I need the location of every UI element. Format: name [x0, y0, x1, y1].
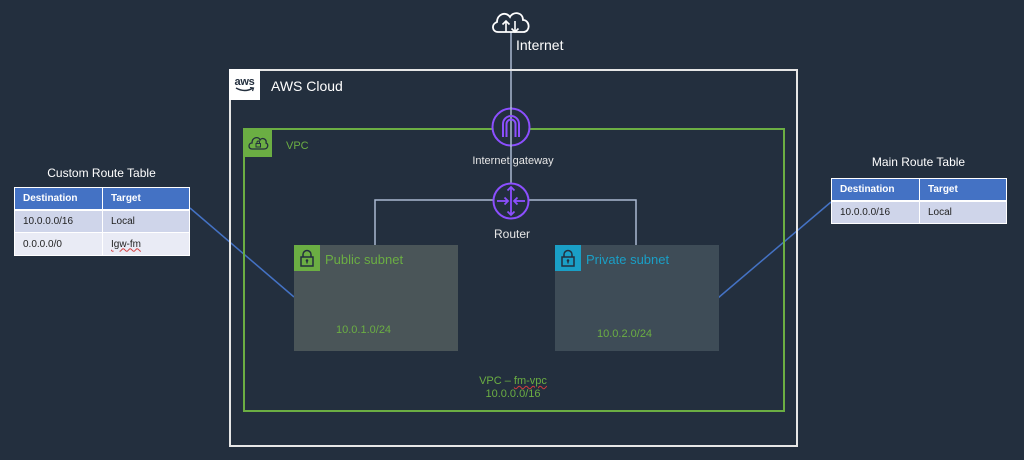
- column-header-destination: Destination: [831, 178, 920, 202]
- destination-cell: 10.0.0.0/16: [831, 200, 920, 224]
- custom-route-table-title: Custom Route Table: [47, 166, 156, 180]
- aws-cloud-boundary: [229, 69, 798, 447]
- router-icon: [492, 182, 530, 225]
- lock-icon: [555, 245, 581, 271]
- table-header-row: Destination Target: [14, 187, 190, 211]
- internet-gateway-label: Internet gateway: [472, 155, 554, 167]
- private-subnet-cidr: 10.0.2.0/24: [597, 328, 653, 340]
- public-subnet: Public subnet 10.0.1.0/24: [294, 245, 458, 351]
- main-route-table-title: Main Route Table: [871, 155, 966, 169]
- main-route-table: Destination Target 10.0.0.0/16 Local: [831, 178, 1007, 224]
- target-cell: Local: [919, 200, 1007, 224]
- lock-icon: [294, 245, 320, 271]
- column-header-target: Target: [919, 178, 1007, 202]
- public-subnet-cidr: 10.0.1.0/24: [336, 324, 392, 336]
- public-subnet-label: Public subnet: [325, 252, 404, 267]
- vpc-label: VPC: [286, 140, 309, 152]
- aws-logo-text: aws: [234, 75, 255, 88]
- custom-route-table-association-line: [189, 207, 295, 298]
- internet-gateway-icon: [491, 107, 531, 152]
- vpc-name: fm-vpc: [513, 375, 547, 387]
- internet-cloud-icon: [490, 8, 532, 43]
- private-subnet-label: Private subnet: [586, 252, 670, 267]
- router-to-public-subnet-line: [374, 199, 494, 245]
- column-header-target: Target: [102, 187, 190, 211]
- vpc-caption: VPC – fm-vpc 10.0.0.0/16: [428, 375, 598, 401]
- aws-cloud-label: AWS Cloud: [271, 78, 343, 94]
- router-to-private-subnet-line: [528, 199, 637, 245]
- target-cell: Local: [102, 209, 190, 233]
- vpc-cidr: 10.0.0.0/16: [485, 388, 541, 400]
- table-row: 10.0.0.0/16 Local: [831, 200, 1007, 224]
- vpc-name-line: VPC – fm-vpc: [428, 375, 598, 388]
- destination-cell: 10.0.0.0/16: [14, 209, 103, 233]
- internet-label: Internet: [516, 37, 564, 53]
- table-row: 10.0.0.0/16 Local: [14, 209, 190, 233]
- column-header-destination: Destination: [14, 187, 103, 211]
- vpc-caption-prefix: VPC –: [479, 375, 514, 387]
- router-label: Router: [493, 227, 531, 241]
- custom-route-table: Destination Target 10.0.0.0/16 Local 0.0…: [14, 187, 190, 256]
- table-header-row: Destination Target: [831, 178, 1007, 202]
- aws-logo-icon: aws: [229, 69, 260, 100]
- vpc-cloud-lock-icon: [243, 128, 272, 157]
- target-cell: Igw-fm: [102, 232, 190, 256]
- destination-cell: 0.0.0.0/0: [14, 232, 103, 256]
- private-subnet: Private subnet 10.0.2.0/24: [555, 245, 719, 351]
- table-row: 0.0.0.0/0 Igw-fm: [14, 232, 190, 256]
- target-value: Igw-fm: [111, 238, 141, 250]
- main-route-table-association-line: [717, 201, 832, 299]
